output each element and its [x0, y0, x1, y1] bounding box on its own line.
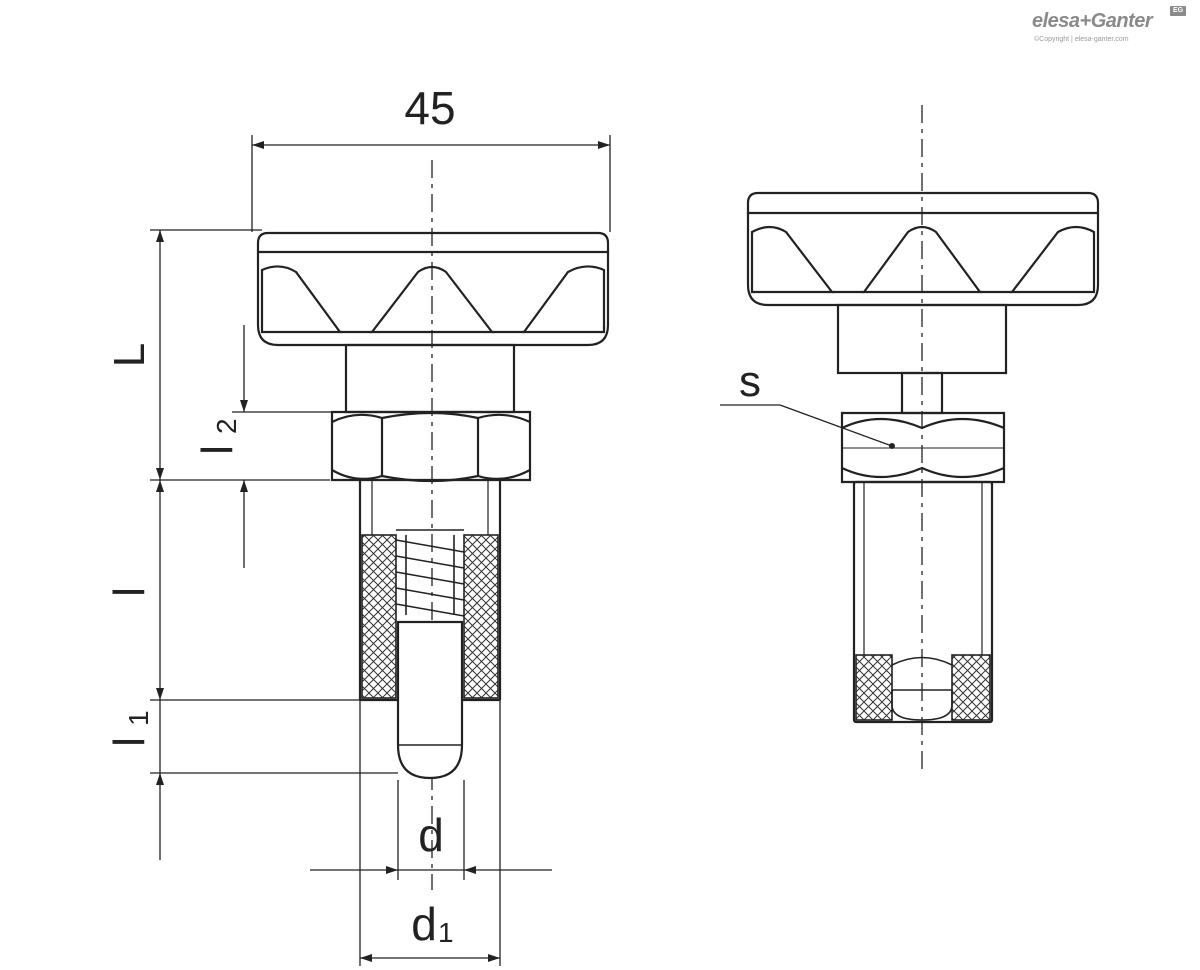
left-spring — [395, 535, 465, 617]
svg-text:1: 1 — [123, 710, 154, 726]
right-body — [852, 480, 994, 724]
svg-text:d: d — [411, 898, 437, 950]
left-knob-lobe-2 — [369, 265, 495, 334]
dim-d1-label: d 1 — [411, 898, 453, 950]
dim-L-label: L — [105, 343, 154, 367]
brand-logo: elesa+Ganter EG ©Copyright | elesa-gante… — [1032, 6, 1186, 50]
right-hex-nut — [840, 411, 1006, 484]
dim-s-label: s — [739, 357, 761, 406]
left-section-wall-left — [361, 534, 397, 699]
left-view — [256, 160, 610, 890]
svg-text:2: 2 — [211, 418, 242, 434]
svg-text:1: 1 — [438, 917, 454, 948]
left-knob-neck — [344, 343, 516, 414]
svg-text:l: l — [193, 445, 242, 455]
left-section-wall-right — [463, 534, 499, 699]
dim-l1-label: l 1 — [105, 710, 154, 746]
dim-l-label: l — [105, 587, 154, 597]
left-knob-lobe-3 — [521, 265, 606, 334]
left-knob-lobe-1 — [260, 265, 343, 334]
logo-copyright: ©Copyright | elesa-ganter.com — [1034, 36, 1129, 43]
left-knob-top — [256, 231, 610, 254]
right-view — [720, 105, 1100, 770]
logo-wordmark: elesa+Ganter — [1032, 10, 1153, 32]
logo-badge: EG — [1170, 6, 1186, 16]
dim-l2-label: l 2 — [193, 418, 242, 454]
left-plunger-pin — [396, 620, 464, 780]
dim-d-label: d — [418, 809, 444, 861]
right-knob-top — [746, 191, 1100, 215]
dim-45-label: 45 — [404, 82, 455, 134]
right-knurl-left — [855, 654, 893, 721]
left-dimensions — [150, 135, 611, 966]
left-hex-nut — [330, 410, 532, 482]
svg-text:l: l — [105, 737, 154, 747]
right-knurl-right — [951, 654, 991, 721]
